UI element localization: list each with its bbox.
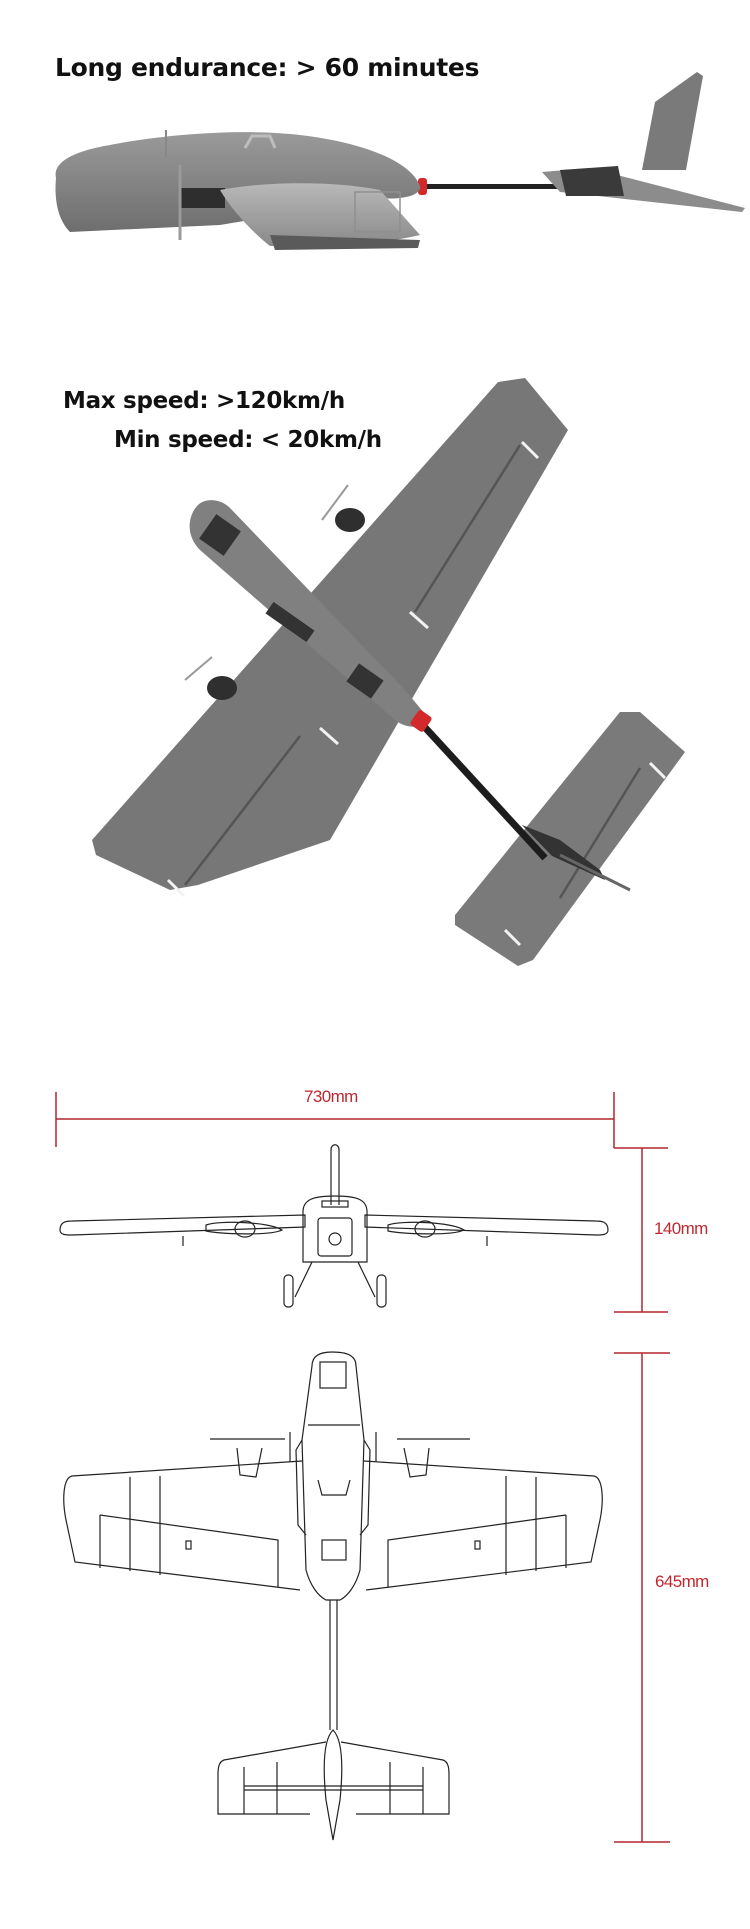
wingspan-dimension-line <box>55 1092 670 1843</box>
red-collar <box>418 178 427 195</box>
front-view-drawing <box>59 1144 609 1308</box>
wingspan-label: 730mm <box>304 1087 358 1106</box>
endurance-spec: Long endurance: > 60 minutes <box>55 53 480 82</box>
side-view-photo <box>55 72 745 250</box>
horizontal-stabilizer <box>455 712 685 966</box>
max-speed-spec: Max speed: >120km/h <box>63 388 345 414</box>
length-label: 645mm <box>655 1572 709 1591</box>
min-speed-spec: Min speed: < 20km/h <box>114 427 382 453</box>
tail-boom <box>417 719 548 861</box>
wing <box>220 183 420 246</box>
fuselage <box>189 500 430 727</box>
red-collar <box>410 710 432 732</box>
height-label: 140mm <box>654 1219 708 1238</box>
top-view-photo <box>92 378 685 966</box>
tail-boom <box>425 184 560 189</box>
fuselage <box>55 132 421 232</box>
top-view-drawing <box>63 1351 603 1841</box>
vertical-tail <box>642 72 703 170</box>
